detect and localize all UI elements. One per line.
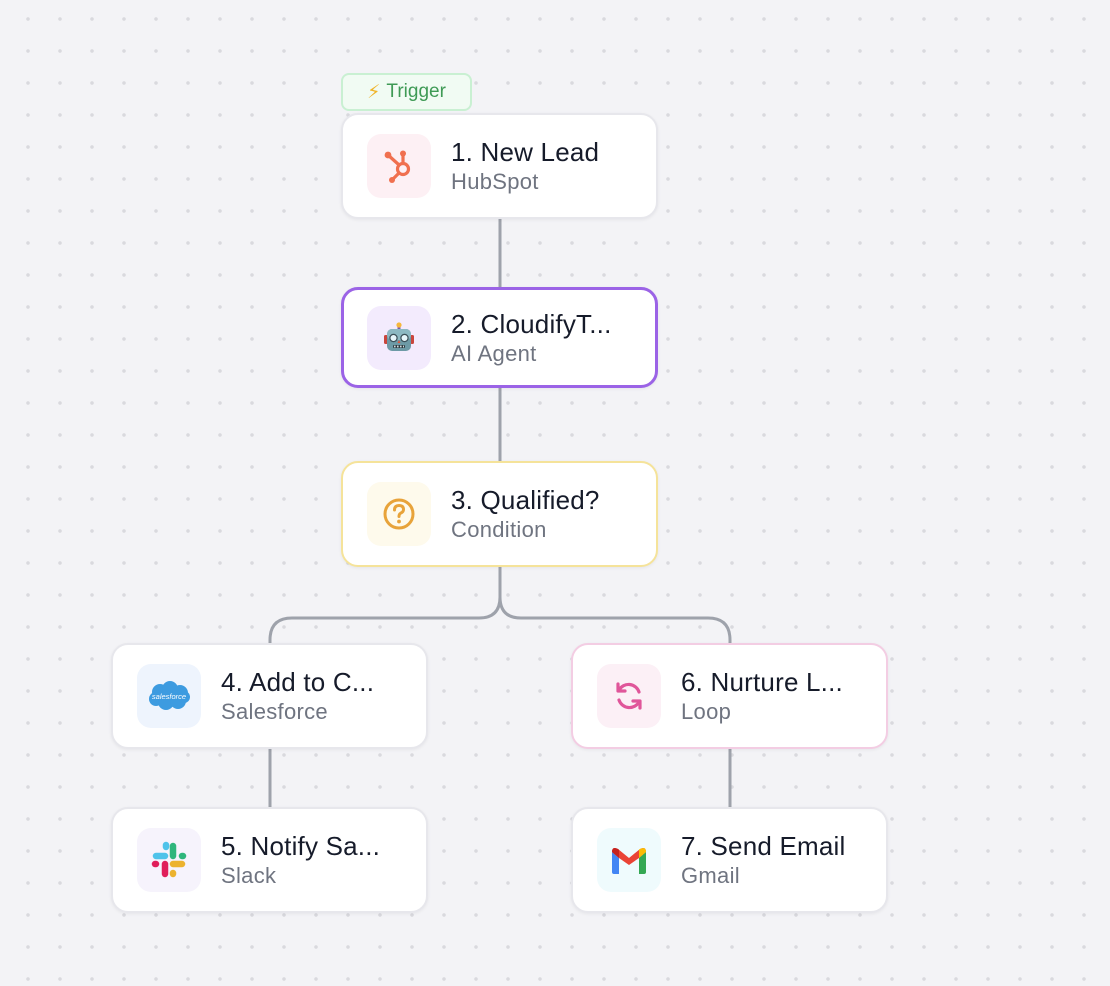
workflow-node-salesforce[interactable]: salesforce 4. Add to C... Salesforce bbox=[111, 643, 428, 749]
question-circle-icon bbox=[383, 498, 415, 530]
node-title: 6. Nurture L... bbox=[681, 667, 843, 697]
salesforce-icon: salesforce bbox=[149, 681, 190, 710]
node-subtitle: Condition bbox=[451, 517, 547, 542]
node-title: 3. Qualified? bbox=[451, 485, 600, 515]
workflow-node-slack[interactable]: 5. Notify Sa... Slack bbox=[111, 807, 428, 913]
slack-icon bbox=[151, 841, 187, 878]
hubspot-icon bbox=[384, 150, 411, 183]
workflow-node-new-lead[interactable]: 1. New Lead HubSpot bbox=[341, 113, 658, 219]
workflow-node-loop[interactable]: 6. Nurture L... Loop bbox=[571, 643, 888, 749]
salesforce-logo-text: salesforce bbox=[152, 692, 186, 701]
workflow-node-condition[interactable]: 3. Qualified? Condition bbox=[341, 461, 658, 567]
node-title: 5. Notify Sa... bbox=[221, 831, 381, 861]
trigger-badge-label: Trigger bbox=[386, 81, 446, 102]
loop-arrows-icon bbox=[616, 682, 642, 710]
node-title: 2. CloudifyT... bbox=[451, 308, 612, 339]
node-title: 1. New Lead bbox=[451, 137, 600, 167]
node-icon-container bbox=[367, 305, 431, 370]
gmail-icon bbox=[612, 848, 646, 874]
edge-3-6 bbox=[498, 596, 732, 644]
node-subtitle: Loop bbox=[681, 699, 732, 724]
node-title: 4. Add to C... bbox=[221, 667, 375, 697]
node-subtitle: HubSpot bbox=[451, 169, 539, 194]
robot-icon bbox=[384, 321, 414, 351]
node-icon-container: salesforce bbox=[137, 664, 201, 728]
lightning-bolt-icon: ⚡ bbox=[367, 81, 381, 103]
node-title: 7. Send Email bbox=[681, 831, 846, 861]
trigger-badge: ⚡ Trigger bbox=[341, 73, 472, 111]
node-icon-container bbox=[137, 828, 201, 892]
edge-3-4 bbox=[268, 567, 502, 644]
node-icon-container bbox=[597, 664, 661, 728]
node-icon-container bbox=[367, 134, 431, 198]
workflow-node-gmail[interactable]: 7. Send Email Gmail bbox=[571, 807, 888, 913]
node-subtitle: Gmail bbox=[681, 863, 740, 888]
node-subtitle: Slack bbox=[221, 863, 277, 888]
node-subtitle: Salesforce bbox=[221, 699, 328, 724]
workflow-node-ai-agent[interactable]: 2. CloudifyT... AI Agent bbox=[341, 287, 658, 388]
node-subtitle: AI Agent bbox=[451, 340, 537, 366]
node-icon-container bbox=[597, 828, 661, 892]
node-icon-container bbox=[367, 482, 431, 546]
